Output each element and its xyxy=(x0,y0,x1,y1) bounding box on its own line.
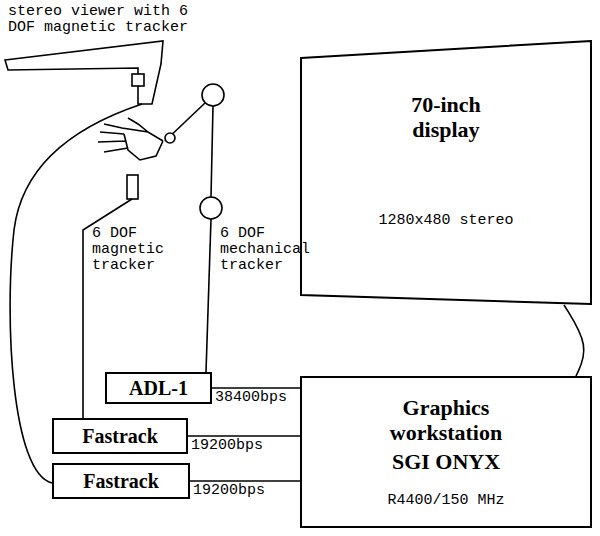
arm-link xyxy=(211,106,213,197)
device-name: ADL-1 xyxy=(129,377,188,400)
device-box: ADL-1 xyxy=(105,372,212,404)
annotation: 6 DOF mechanical tracker xyxy=(220,226,320,274)
device-box: Graphics workstationSGI ONYX R4400/150 MH… xyxy=(300,376,592,528)
wrist-joint xyxy=(165,133,175,143)
device-box: Fastrack xyxy=(52,418,188,454)
hand-sensor xyxy=(127,175,138,199)
device-name: Fastrack xyxy=(82,425,158,448)
viewer-tracker xyxy=(132,74,144,86)
device-box: Fastrack xyxy=(52,463,190,499)
device-name: Graphics workstation xyxy=(376,395,516,445)
serial-line xyxy=(188,435,300,437)
elbow-joint xyxy=(200,197,222,219)
device-name: 70-inch display xyxy=(391,92,501,142)
hand xyxy=(98,118,163,160)
annotation: 6 DOF magnetic tracker xyxy=(92,226,177,274)
display-outline xyxy=(300,40,592,305)
device-name: Fastrack xyxy=(83,470,159,493)
display-outline-shape xyxy=(301,41,591,304)
stereo-viewer xyxy=(5,41,163,104)
shoulder-joint xyxy=(202,84,224,106)
annotation: stereo viewer with 6 DOF magnetic tracke… xyxy=(8,4,213,36)
display-screen: 70-inch display 1280x480 stereo xyxy=(300,40,592,305)
device-spec: 1280x480 stereo xyxy=(378,212,513,229)
arm-cable xyxy=(206,219,211,372)
serial-line xyxy=(564,305,584,376)
baud-rate: 19200bps xyxy=(190,438,264,454)
device-spec: SGI ONYX xyxy=(392,449,500,474)
illustration-strokes xyxy=(5,41,224,483)
baud-rate: 38400bps xyxy=(214,390,288,406)
serial-line xyxy=(190,480,300,482)
device-spec: R4400/150 MHz xyxy=(387,492,504,509)
serial-line xyxy=(212,387,300,389)
baud-rate: 19200bps xyxy=(192,483,266,499)
